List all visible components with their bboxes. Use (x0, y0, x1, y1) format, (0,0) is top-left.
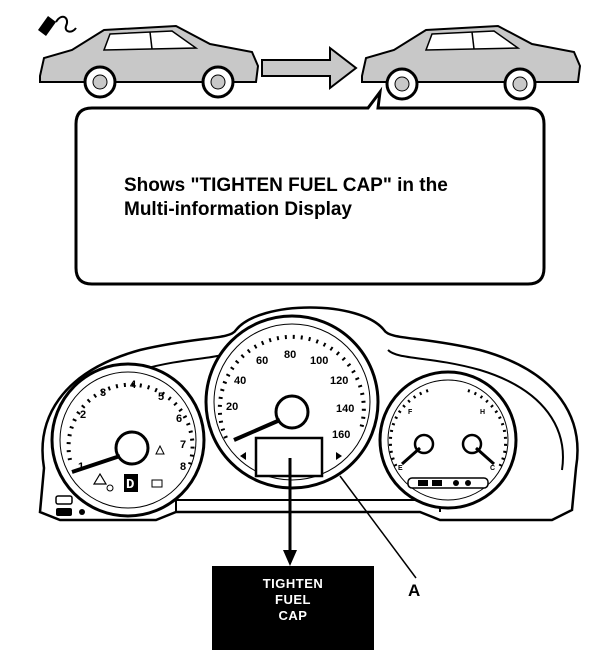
display-message-line1: TIGHTEN (263, 576, 324, 591)
gear-indicator: D (126, 477, 134, 493)
tach-tick-2: 2 (80, 409, 86, 421)
speedometer-gauge: 20 40 60 80 100 120 140 160 (204, 314, 380, 490)
speed-tick-80: 80 (284, 349, 296, 361)
display-message-box: TIGHTEN FUEL CAP (212, 566, 374, 650)
battery-icon (151, 479, 163, 488)
right-turn-signal-icon (336, 452, 342, 460)
indicator-icon (106, 484, 114, 492)
transition-arrow-icon (261, 45, 358, 91)
speed-tick-100: 100 (310, 355, 328, 367)
oil-icon (155, 444, 165, 455)
cluster-knob-icon (79, 509, 85, 515)
cluster-button-top[interactable] (55, 495, 73, 505)
speed-tick-40: 40 (234, 375, 246, 387)
speed-tick-120: 120 (330, 375, 348, 387)
label-a: A (408, 581, 420, 600)
display-pointer-arrow (283, 458, 297, 566)
display-message-line3: CAP (279, 608, 308, 623)
display-message-line2: FUEL (275, 592, 311, 607)
temp-tick-c: C (490, 465, 495, 472)
tach-tick-6: 6 (176, 413, 182, 425)
left-turn-signal-icon (240, 452, 246, 460)
cluster-button-bottom[interactable] (56, 508, 72, 516)
car-before-icon (39, 24, 260, 99)
tachometer-gauge: 1 2 3 4 5 6 7 8 D (50, 362, 206, 518)
fuel-cap-icon (38, 15, 77, 36)
warning-triangle-icon (92, 472, 108, 485)
callout-text-line1: Shows "TIGHTEN FUEL CAP" in the (124, 175, 448, 196)
temp-tick-h: H (480, 409, 485, 416)
speed-tick-140: 140 (336, 403, 354, 415)
speed-tick-60: 60 (256, 355, 268, 367)
callout-text-line2: Multi-information Display (124, 199, 352, 220)
fuel-temp-gauge: F E H C (378, 370, 518, 510)
gear-indicator-box (124, 474, 138, 492)
cluster-buttons (55, 495, 85, 516)
indicator-icon-3 (453, 480, 459, 486)
speed-tick-20: 20 (226, 401, 238, 413)
speed-tick-160: 160 (332, 429, 350, 441)
indicator-icon-1 (418, 480, 428, 486)
tach-tick-5: 5 (158, 391, 164, 403)
fuel-tick-f: F (408, 409, 413, 416)
car-after-icon (361, 24, 582, 101)
label-a-leader: A (339, 475, 420, 600)
indicator-icon-2 (432, 480, 442, 486)
tach-tick-3: 3 (100, 387, 106, 399)
indicator-icon-4 (465, 480, 471, 486)
tach-tick-7: 7 (180, 439, 186, 451)
fuel-tick-e: E (398, 465, 403, 472)
tach-tick-8: 8 (180, 461, 186, 473)
callout-bubble: Shows "TIGHTEN FUEL CAP" in the Multi-in… (74, 86, 546, 286)
tach-tick-4: 4 (130, 379, 137, 391)
